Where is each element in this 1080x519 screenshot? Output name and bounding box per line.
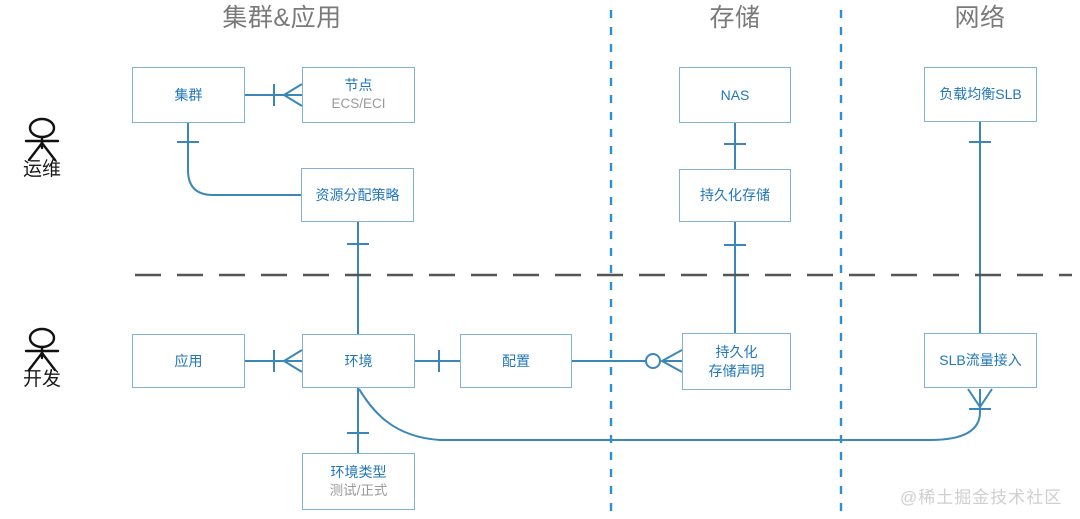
- entity-label: 资源分配策略: [315, 186, 400, 203]
- entity-label: 负载均衡SLB: [939, 86, 1022, 103]
- watermark: @稀土掘金技术社区: [900, 488, 1063, 507]
- entity-slb-ingress[interactable]: SLB流量接入: [924, 333, 1037, 388]
- column-title-storage: 存储: [709, 4, 761, 32]
- entity-application[interactable]: 应用: [132, 334, 245, 388]
- entity-sublabel: 测试/正式: [329, 482, 388, 498]
- entity-cluster[interactable]: 集群: [132, 67, 245, 123]
- actor-label-ops: 运维: [22, 159, 62, 180]
- entity-label: 应用: [174, 352, 203, 369]
- entity-label: 持久化 存储声明: [708, 343, 765, 379]
- link-cluster-policy: [187, 123, 301, 196]
- entity-nas[interactable]: NAS: [679, 67, 791, 123]
- link-environment-slbingress: [358, 388, 981, 441]
- entity-label: SLB流量接入: [939, 352, 1022, 369]
- actor-figures: [24, 117, 60, 372]
- entity-label: 环境: [344, 352, 373, 369]
- entity-load-balancer-slb[interactable]: 负载均衡SLB: [924, 67, 1037, 122]
- entity-sublabel: ECS/ECI: [331, 96, 386, 112]
- entity-label: NAS: [720, 86, 750, 103]
- entity-label: 节点: [344, 77, 373, 94]
- entity-environment-type[interactable]: 环境类型 测试/正式: [302, 453, 415, 510]
- column-title-cluster-app: 集群&应用: [222, 4, 342, 32]
- entity-resource-policy[interactable]: 资源分配策略: [301, 168, 414, 222]
- crowfoot-app-environment: [282, 349, 303, 373]
- entity-configuration[interactable]: 配置: [460, 334, 572, 388]
- column-title-network: 网络: [954, 4, 1006, 32]
- entity-label: 持久化存储: [700, 187, 770, 204]
- actor-leg-right: [40, 141, 57, 162]
- actor-head: [28, 327, 56, 349]
- actor-leg-right: [40, 351, 57, 372]
- entity-environment[interactable]: 环境: [302, 334, 415, 388]
- actor-ops-icon: [24, 117, 60, 162]
- entity-label: 配置: [502, 352, 530, 369]
- circle-config-pvc: [645, 353, 661, 369]
- actor-leg-left: [27, 141, 44, 162]
- actor-leg-left: [27, 351, 44, 372]
- entity-label: 环境类型: [330, 463, 387, 480]
- crowfoot-cluster-node: [282, 83, 303, 107]
- actor-dev-icon: [24, 327, 60, 372]
- crowfoot-environment-slbingress: [967, 388, 993, 409]
- entity-label: 集群: [174, 86, 203, 103]
- actor-label-dev: 开发: [22, 369, 62, 390]
- crowfoot-config-pvc: [659, 349, 683, 373]
- actor-head: [28, 117, 56, 139]
- entity-persistent-storage[interactable]: 持久化存储: [679, 169, 791, 222]
- entity-node[interactable]: 节点 ECS/ECI: [302, 67, 415, 123]
- entity-pvc[interactable]: 持久化 存储声明: [682, 333, 791, 390]
